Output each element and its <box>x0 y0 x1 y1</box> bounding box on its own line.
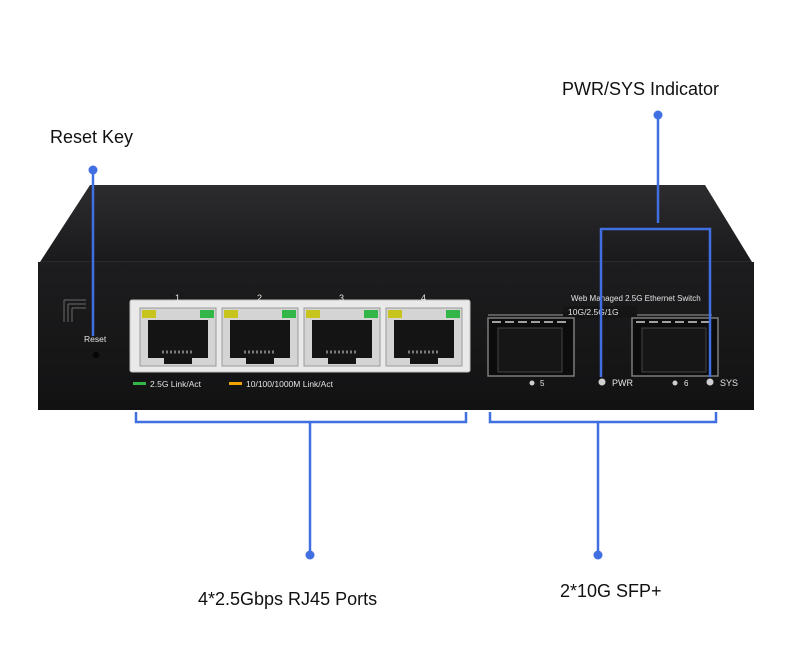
legend-green-swatch <box>133 382 146 385</box>
rj45-ports-callout: 4*2.5Gbps RJ45 Ports <box>198 589 378 609</box>
legend-orange-swatch <box>229 382 242 385</box>
rj45-port-3 <box>303 307 381 367</box>
legend-green-label: 2.5G Link/Act <box>150 379 202 389</box>
sfp-ports-callout: 2*10G SFP+ <box>560 581 662 601</box>
pwr-sys-indicator-callout: PWR/SYS Indicator <box>562 79 720 99</box>
pwr-led <box>598 378 606 386</box>
rj45-port-1 <box>139 307 217 367</box>
pwr-sys-callout-line <box>599 110 712 377</box>
reset-key-callout: Reset Key <box>50 127 134 147</box>
port-number-2: 2 <box>257 293 262 303</box>
sys-led <box>706 378 714 386</box>
port-number-4: 4 <box>421 293 426 303</box>
port-number-1: 1 <box>175 293 180 303</box>
rj45-callout-bracket <box>134 412 468 560</box>
sfp-number-6: 6 <box>684 379 689 388</box>
sfp-speed-label: 10G/2.5G/1G <box>568 307 619 317</box>
reset-pinhole <box>92 351 100 359</box>
brand-line: Web Managed 2.5G Ethernet Switch <box>571 294 701 303</box>
sfp-number-5: 5 <box>540 379 545 388</box>
pwr-label: PWR <box>612 378 633 388</box>
reset-callout-line <box>88 165 98 336</box>
reset-button-area: Reset <box>63 299 107 359</box>
sfp-callout-bracket <box>488 412 718 560</box>
rj45-port-4 <box>385 307 463 367</box>
led-legend: 2.5G Link/Act 10/100/1000M Link/Act <box>133 379 334 389</box>
sys-label: SYS <box>720 378 738 388</box>
legend-orange-label: 10/100/1000M Link/Act <box>246 379 334 389</box>
rj45-port-block: 1 2 3 4 <box>129 293 471 373</box>
sfp-port-6: 6 <box>631 317 719 388</box>
port-number-3: 3 <box>339 293 344 303</box>
sfp-port-5: 5 <box>487 317 575 388</box>
reset-label: Reset <box>84 334 107 344</box>
rj45-port-2 <box>221 307 299 367</box>
